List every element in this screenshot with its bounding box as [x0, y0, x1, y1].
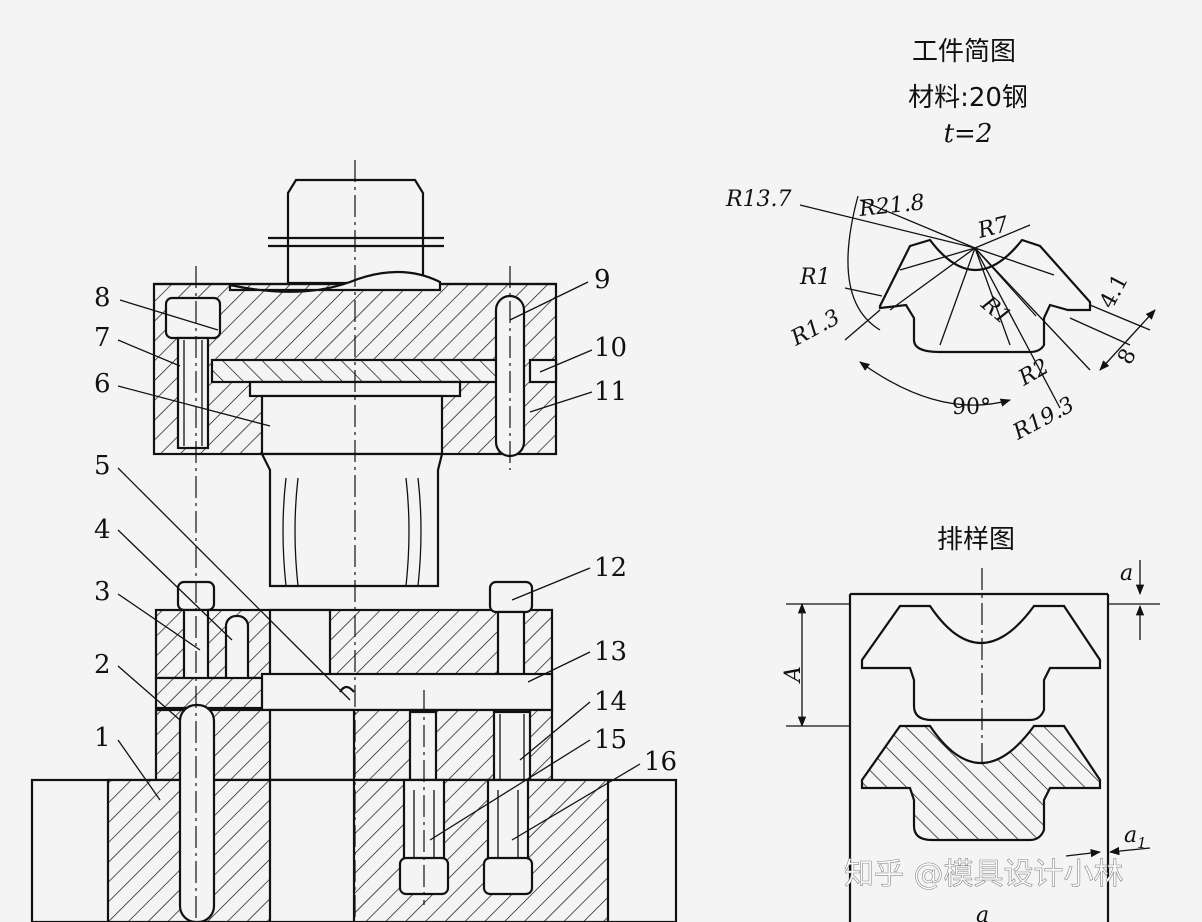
part-label-2: 2 [94, 650, 111, 680]
angle-arc [859, 361, 1012, 407]
workpiece-outline [878, 238, 1092, 354]
part-label-12: 12 [594, 553, 627, 583]
workpiece-sketch: 工件简图 材料:20钢 t=2 R13.7 R21.8 [725, 37, 1156, 446]
dim-a: a [1120, 561, 1133, 586]
dim-4-1: 4.1 [1095, 270, 1134, 313]
dim-a1: a1 [1124, 823, 1147, 852]
dim-r19-3: R19.3 [1008, 392, 1079, 445]
die-section-view: 1 2 3 4 5 6 7 8 9 10 11 12 13 14 15 16 [30, 160, 678, 922]
part-label-3: 3 [94, 577, 111, 607]
punch-shank [268, 178, 444, 285]
dim-r2: R2 [1014, 354, 1054, 391]
workpiece-title: 工件简图 [912, 37, 1016, 67]
dim-bottom-a: a [976, 903, 989, 922]
part-label-6: 6 [94, 369, 111, 399]
part-label-1: 1 [94, 723, 111, 753]
punch [260, 452, 444, 588]
die-plate [154, 708, 554, 784]
workpiece-material: 材料:20钢 [908, 83, 1028, 113]
part-label-16: 16 [644, 747, 677, 777]
part-label-14: 14 [594, 687, 627, 717]
layout-blank-upper [860, 604, 1102, 722]
part-label-7: 7 [94, 323, 111, 353]
radius-leaders [799, 199, 1091, 409]
dim-r21-8: R21.8 [857, 190, 926, 222]
leader-lines [117, 281, 641, 841]
part-label-8: 8 [94, 283, 111, 313]
part-label-9: 9 [594, 265, 611, 295]
dim-r1-3: R1.3 [786, 305, 844, 352]
dim-r7: R7 [974, 212, 1011, 244]
part-label-15: 15 [594, 725, 627, 755]
strip-layout: 排样图 A a a1 a [781, 525, 1160, 922]
layout-title: 排样图 [937, 525, 1015, 555]
dim-r13-7: R13.7 [725, 187, 792, 212]
dim-r1-right: R1 [975, 291, 1015, 330]
part-label-5: 5 [94, 451, 111, 481]
watermark: 知乎 @模具设计小林 [844, 857, 1124, 892]
part-label-4: 4 [94, 515, 111, 545]
outer-arc [847, 195, 881, 331]
dim-angle-90: 90° [952, 395, 991, 420]
part-label-13: 13 [594, 637, 627, 667]
part-label-11: 11 [594, 377, 627, 407]
lower-die-base [30, 703, 678, 922]
layout-blank-lower [860, 724, 1102, 842]
part-labels: 1 2 3 4 5 6 7 8 9 10 11 12 13 14 15 16 [94, 265, 677, 777]
dim-8: 8 [1113, 345, 1142, 369]
guide-plate [154, 672, 554, 712]
dim-A: A [781, 666, 806, 684]
part-label-10: 10 [594, 333, 627, 363]
workpiece-thickness: t=2 [944, 119, 993, 149]
dim-r1-left: R1 [799, 265, 831, 290]
